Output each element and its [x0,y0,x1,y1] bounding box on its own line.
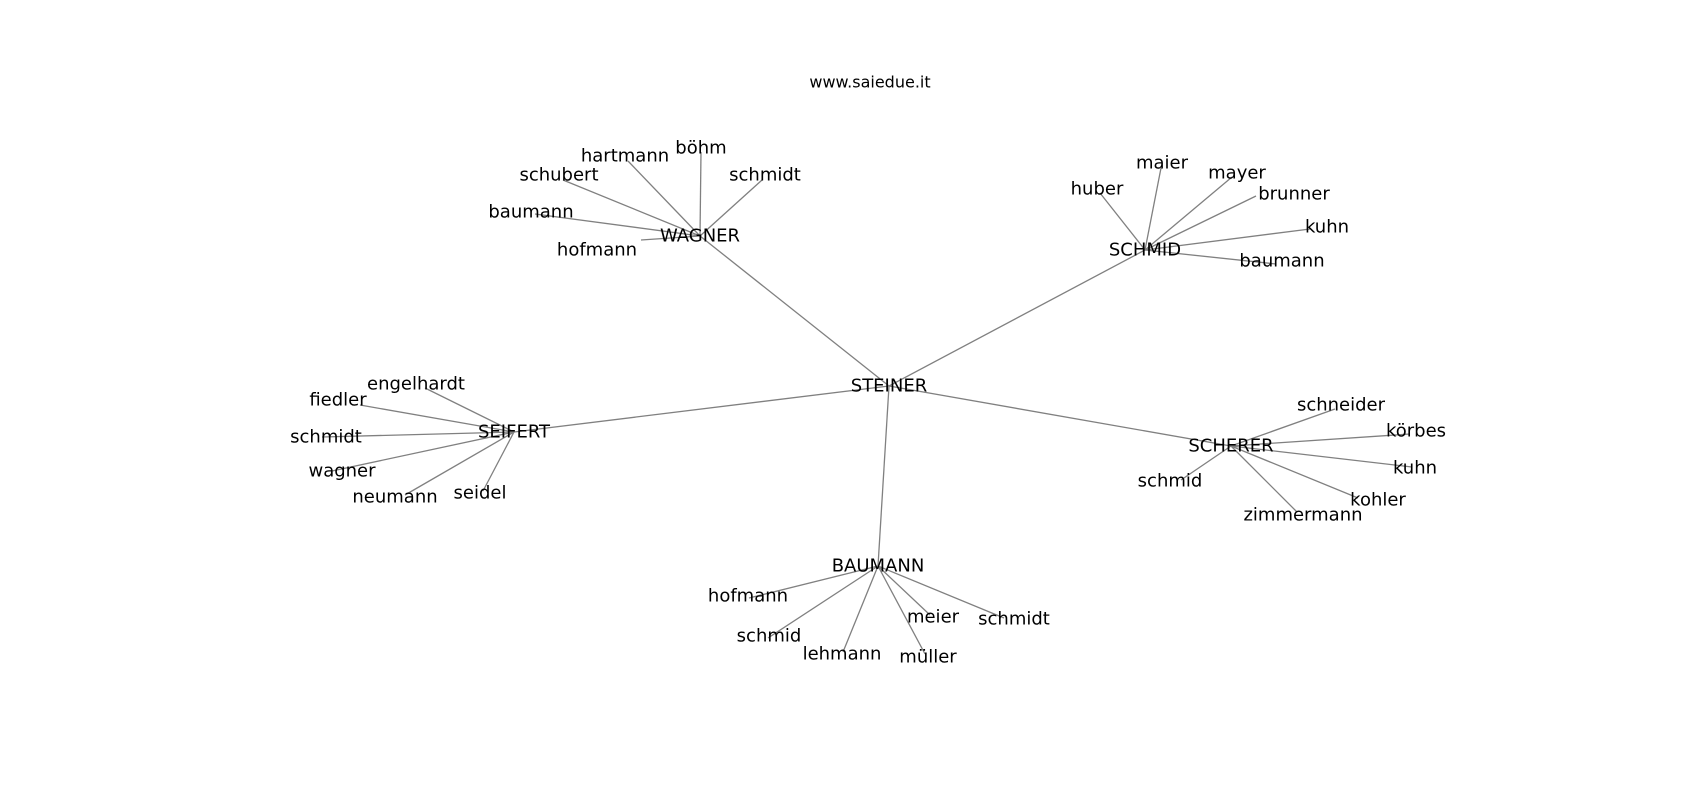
edge-scherer-körbes [1230,433,1411,447]
leaf-node-label: brunner [1258,184,1330,205]
leaf-node-label: kohler [1350,490,1406,511]
leaf-node-label: schmid [737,626,802,647]
leaf-node-label: körbes [1386,421,1446,442]
edge-scherer-kohler [1230,445,1359,499]
leaf-node-label: schneider [1297,395,1386,416]
edge-schmid-maier [1144,167,1162,251]
edge-layer [321,151,1413,655]
leaf-node-label: kuhn [1305,217,1349,238]
leaf-node-label: meier [907,607,960,628]
leaf-node-label: seidel [454,483,507,504]
edge-scherer-schneider [1230,408,1336,447]
leaf-node-label: schmid [1138,471,1203,492]
edge-schmid-huber [1099,192,1146,251]
leaf-node-label: wagner [308,461,376,482]
edge-wagner-schubert [562,179,701,237]
leaf-node-label: engelhardt [367,374,465,395]
edge-schmid-baumann [1144,249,1277,265]
leaf-node-label: zimmermann [1243,505,1362,526]
hub-node-label-schmid: SCHMID [1109,240,1181,261]
leaf-node-label: baumann [488,202,573,223]
edge-seifert-fiedler [359,404,515,433]
edge-scherer-kuhn [1230,445,1413,468]
leaf-node-label: schmidt [290,427,362,448]
edge-baumann-müller [877,565,926,655]
leaf-node-label: hofmann [708,586,788,607]
leaf-node-label: schmidt [978,609,1050,630]
edge-center-scherer [888,385,1232,447]
leaf-node-label: hartmann [581,146,669,167]
site-watermark: www.saiedue.it [809,73,930,92]
edge-wagner-böhm [699,151,702,237]
edge-scherer-zimmermann [1230,445,1298,513]
edge-wagner-baumann [534,213,701,237]
center-node-label: STEINER [851,376,927,397]
leaf-node-label: baumann [1239,251,1324,272]
leaf-node-label: kuhn [1393,458,1437,479]
leaf-node-label: huber [1071,179,1124,200]
edge-seifert-engelhardt [424,387,515,433]
edge-wagner-hartmann [627,160,701,237]
edge-seifert-seidel [482,431,515,492]
edge-center-baumann [877,385,890,567]
edge-schmid-kuhn [1144,228,1311,251]
edge-wagner-hofmann [640,235,701,241]
edge-wagner-schmidt [699,179,763,237]
edge-baumann-schmid [767,565,879,639]
edge-seifert-wagner [331,431,515,472]
hub-node-label-baumann: BAUMANN [832,556,925,577]
edge-schmid-brunner [1144,195,1257,251]
leaf-node-label: fiedler [309,390,367,411]
leaf-node-label: müller [899,647,957,668]
edge-center-schmid [888,249,1146,387]
leaf-node-label: schmidt [729,165,801,186]
leaf-node-label: lehmann [803,644,882,665]
leaf-node-label: neumann [352,487,437,508]
edge-seifert-schmidt [321,431,515,438]
hub-node-label-scherer: SCHERER [1188,436,1273,457]
hub-node-label-seifert: SEIFERT [478,422,551,443]
hub-node-label-wagner: WAGNER [660,226,740,247]
leaf-node-label: schubert [519,165,598,186]
leaf-node-label: mayer [1208,163,1266,184]
edge-center-seifert [513,385,890,433]
leaf-node-label: hofmann [557,240,637,261]
leaf-node-label: böhm [675,138,726,159]
edge-baumann-hofmann [748,565,879,599]
edge-schmid-mayer [1144,176,1233,251]
leaf-node-label: maier [1136,153,1189,174]
edge-baumann-schmidt [877,565,1005,619]
edge-baumann-lehmann [842,565,879,653]
edge-scherer-schmid [1180,445,1232,481]
edge-baumann-meier [877,565,931,616]
edge-center-wagner [699,235,890,387]
edge-seifert-neumann [404,431,515,496]
